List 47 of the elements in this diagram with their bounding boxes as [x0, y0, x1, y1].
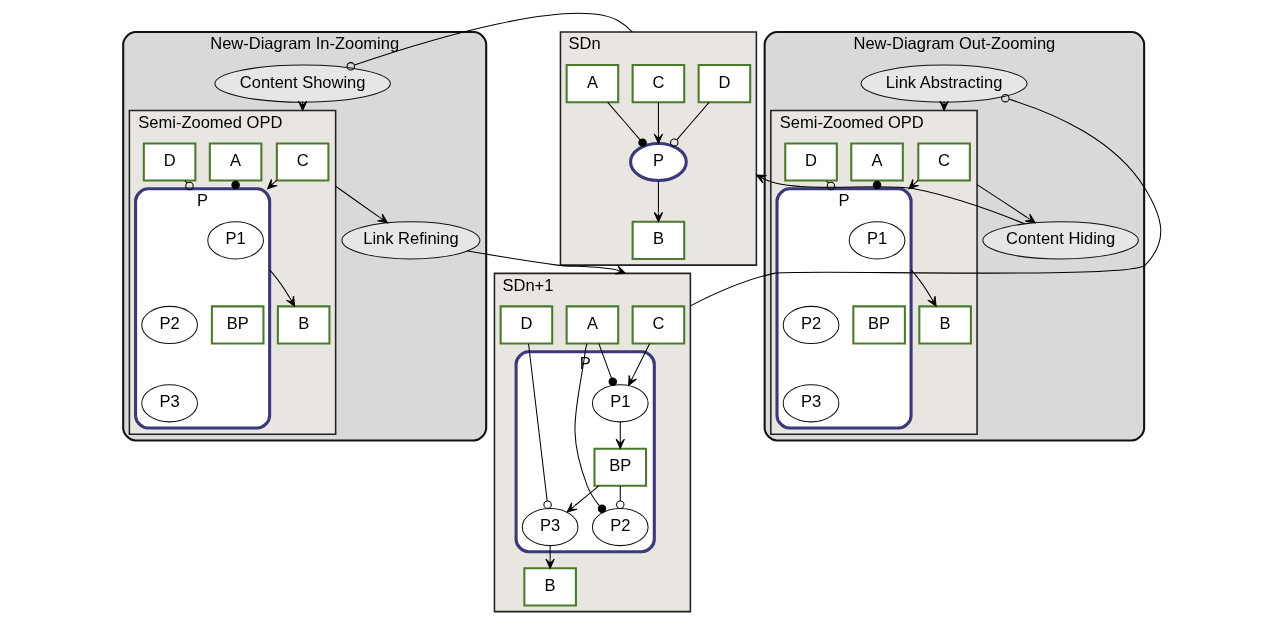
node-box: D	[499, 304, 553, 345]
arrow	[653, 101, 663, 144]
arrow	[615, 420, 625, 449]
node-box: B	[631, 220, 685, 260]
node-ellipse: Link Refining	[340, 220, 480, 259]
connector	[825, 179, 835, 190]
node-ellipse: Content Hiding	[981, 220, 1139, 259]
node-box: BP	[592, 447, 647, 487]
node-box: D	[697, 63, 751, 103]
connector	[689, 93, 1161, 306]
node-ellipse: P2	[782, 305, 839, 344]
connector	[183, 179, 194, 190]
connector	[346, 12, 633, 71]
connector	[606, 101, 647, 147]
arrow	[566, 484, 599, 512]
node-ellipse: P1	[591, 383, 649, 422]
node-ellipse: P3	[140, 383, 198, 422]
node-box: C	[631, 63, 685, 103]
arrow	[544, 544, 555, 569]
node-box: A	[565, 63, 619, 103]
node-box: A	[565, 304, 619, 345]
arrow	[908, 178, 919, 189]
arrow	[334, 185, 388, 223]
node-box: B	[522, 566, 577, 606]
node-box: C	[631, 304, 685, 345]
arrow	[976, 183, 1036, 223]
arrow	[266, 178, 278, 189]
node-ellipse: P1	[848, 220, 905, 259]
arrow	[910, 268, 937, 307]
node-ellipse: P2	[591, 507, 649, 546]
node-box: BP	[210, 304, 264, 345]
node-ellipse: P3	[782, 383, 839, 422]
arrow	[268, 268, 295, 307]
arrow	[653, 179, 663, 222]
arrow	[755, 173, 1025, 224]
node-ellipse: P1	[206, 220, 264, 259]
connector	[669, 101, 710, 147]
node-box: BP	[851, 304, 906, 345]
connector	[597, 342, 617, 386]
node-box: B	[917, 304, 972, 345]
node-ellipse: P	[628, 141, 688, 182]
node-box: B	[276, 304, 330, 345]
connector	[615, 484, 624, 509]
node-ellipse: P2	[140, 305, 198, 344]
node-ellipse: P3	[521, 507, 578, 546]
arrow	[466, 250, 626, 274]
connector	[573, 342, 606, 513]
